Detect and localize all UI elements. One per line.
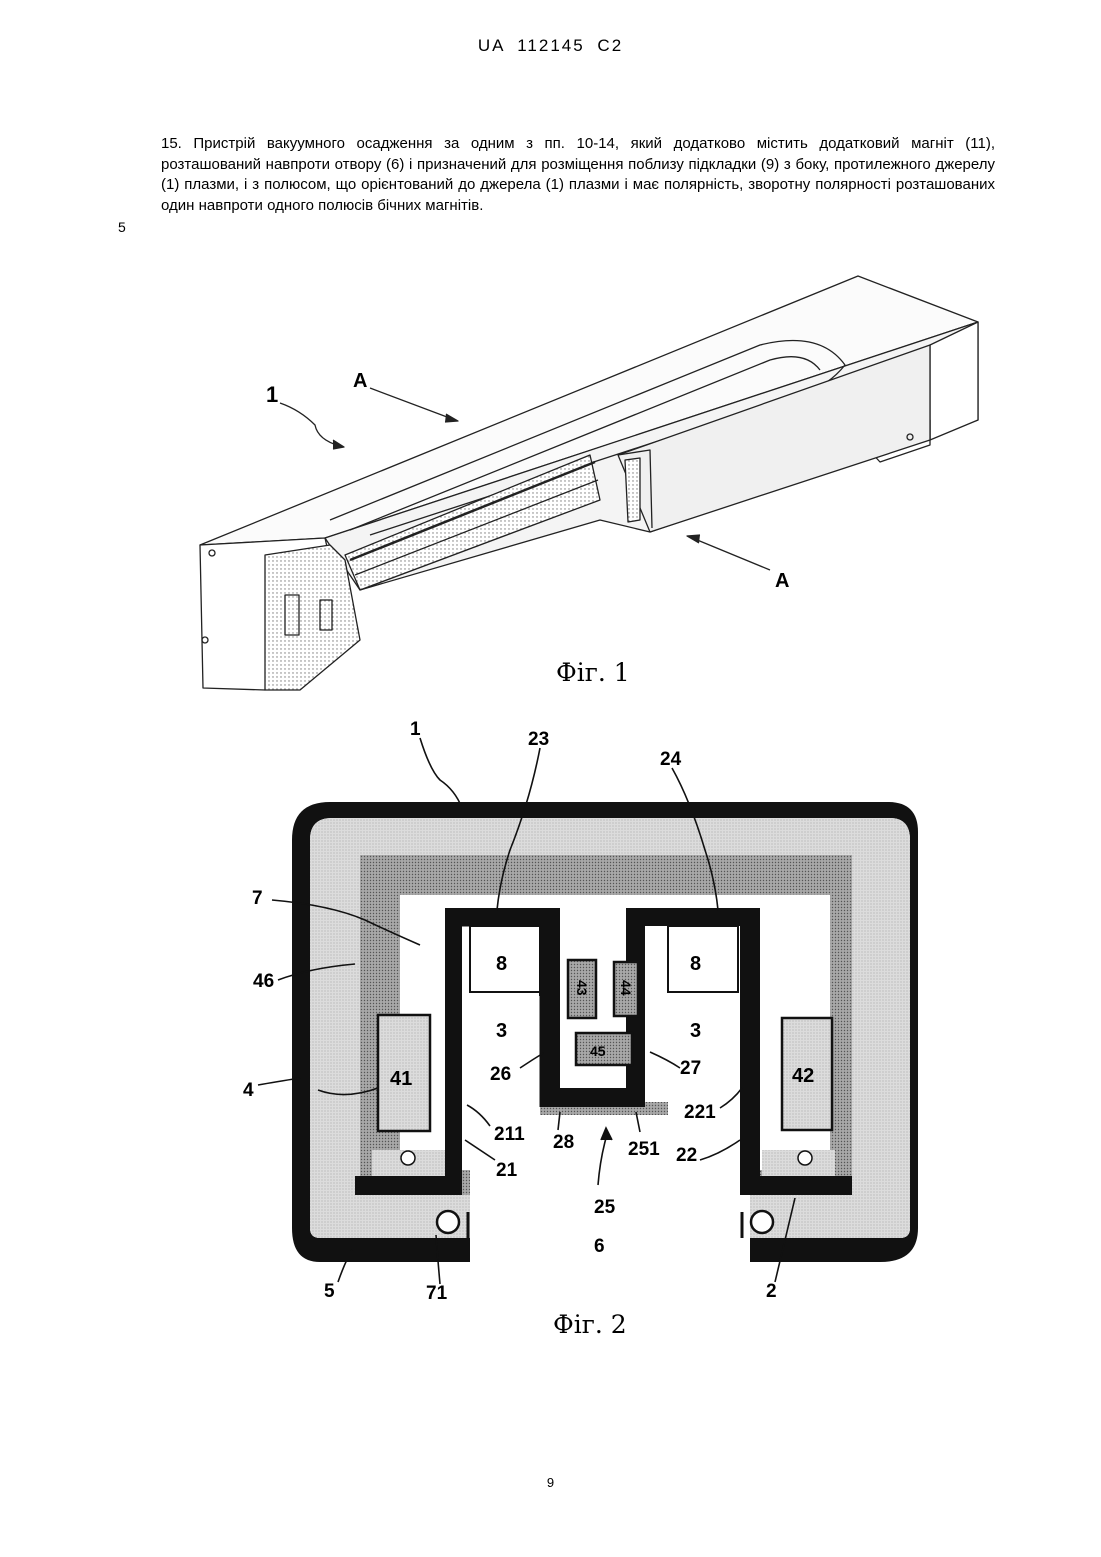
fig2-label-25: 25 bbox=[594, 1197, 616, 1218]
page-number: 9 bbox=[0, 1475, 1101, 1490]
line-number: 5 bbox=[118, 219, 126, 235]
fig2-label-251: 251 bbox=[628, 1139, 660, 1160]
fig2-label-41: 41 bbox=[390, 1068, 412, 1090]
fig2-label-4: 4 bbox=[243, 1080, 254, 1101]
fig2-label-23: 23 bbox=[528, 729, 549, 750]
fig2-label-44: 44 bbox=[618, 980, 634, 996]
fig2-label-22: 22 bbox=[676, 1145, 697, 1166]
fig2-label-3-left: 3 bbox=[496, 1020, 507, 1042]
fig2-label-221: 221 bbox=[684, 1102, 716, 1123]
fig2-label-26: 26 bbox=[490, 1064, 511, 1085]
patent-header: UA 112145 C2 bbox=[0, 36, 1101, 56]
figure-1-drawing: 1 A A bbox=[0, 250, 1101, 690]
fig2-label-27: 27 bbox=[680, 1058, 701, 1079]
figure-2-drawing: 1 23 24 7 46 4 8 8 43 44 3 3 45 41 42 26… bbox=[0, 700, 1101, 1300]
claim-paragraph: 15. Пристрій вакуумного осадження за одн… bbox=[161, 134, 995, 216]
fig2-label-45: 45 bbox=[590, 1043, 606, 1059]
fig2-label-21: 21 bbox=[496, 1160, 518, 1181]
fig2-label-8-right: 8 bbox=[690, 953, 701, 975]
fig2-label-1: 1 bbox=[410, 719, 421, 740]
fig2-label-3-right: 3 bbox=[690, 1020, 701, 1042]
fig2-label-28: 28 bbox=[553, 1132, 574, 1153]
fig2-label-8-left: 8 bbox=[496, 953, 507, 975]
fig1-label-arrow-bottom: A bbox=[775, 570, 789, 592]
fig2-label-46: 46 bbox=[253, 971, 274, 992]
fig2-label-5: 5 bbox=[324, 1281, 335, 1302]
fig2-label-6: 6 bbox=[594, 1236, 605, 1257]
fig1-label-device: 1 bbox=[266, 382, 278, 407]
fig2-label-7: 7 bbox=[252, 888, 263, 909]
fig1-label-arrow-top: A bbox=[353, 370, 367, 392]
fig2-label-42: 42 bbox=[792, 1065, 814, 1087]
figure-2-caption: Фіг. 2 bbox=[553, 1310, 627, 1339]
fig2-label-71: 71 bbox=[426, 1283, 448, 1304]
fig2-label-211: 211 bbox=[494, 1124, 525, 1145]
fig2-label-43: 43 bbox=[574, 980, 590, 996]
fig2-label-2: 2 bbox=[766, 1281, 777, 1302]
figure-1-caption: Фіг. 1 bbox=[556, 658, 630, 687]
fig2-label-24: 24 bbox=[660, 749, 682, 770]
